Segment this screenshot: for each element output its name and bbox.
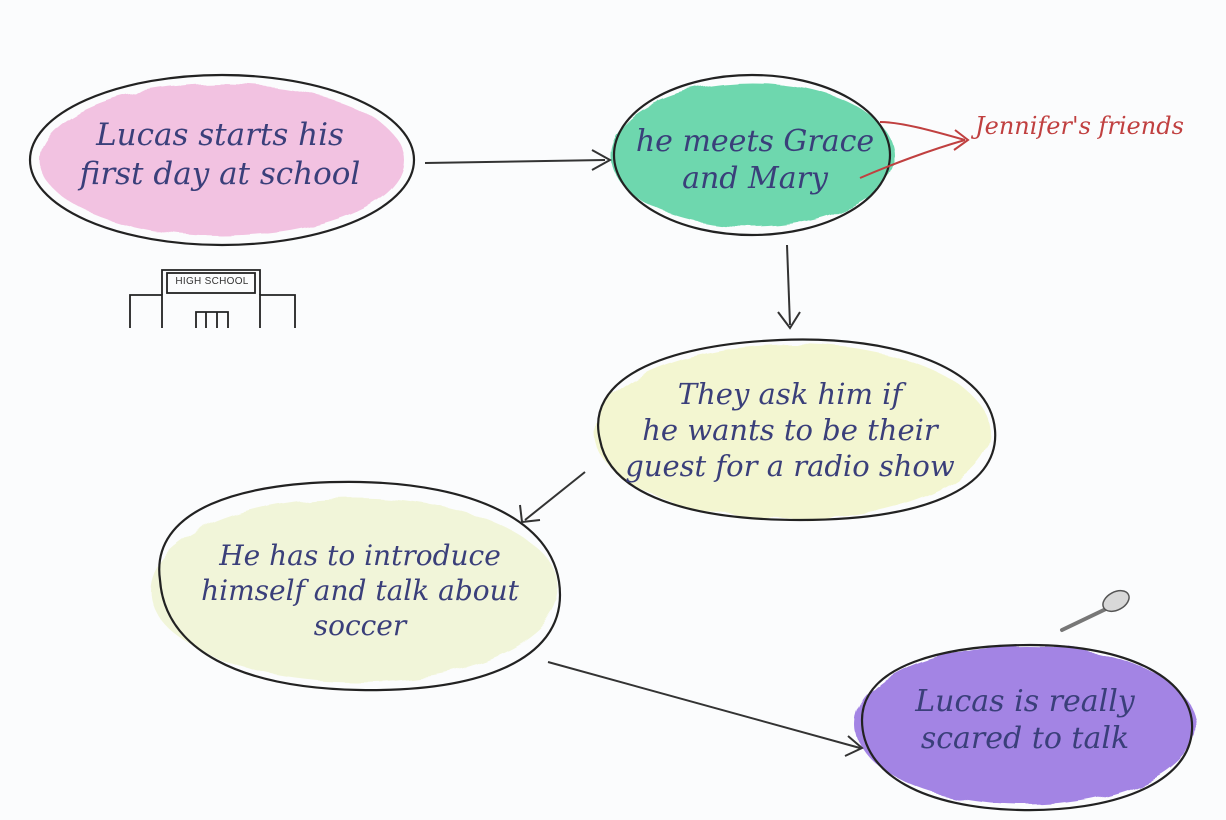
school-sign-label: HIGH SCHOOL [175, 276, 249, 287]
edge-meets-to-ask [777, 244, 801, 330]
node-ask [594, 338, 997, 522]
node-start [28, 73, 416, 247]
node-scared [855, 643, 1195, 812]
edge-intro-to-scared [547, 661, 864, 757]
node-meets [610, 73, 894, 237]
side-note-bracket [859, 121, 970, 179]
side-note-label: Jennifer's friends [975, 112, 1184, 140]
node-intro [150, 480, 562, 692]
school-building-icon [129, 269, 296, 328]
edge-start-to-meets [424, 149, 613, 171]
edge-ask-to-intro [519, 471, 586, 524]
microphone-icon [1060, 589, 1130, 632]
